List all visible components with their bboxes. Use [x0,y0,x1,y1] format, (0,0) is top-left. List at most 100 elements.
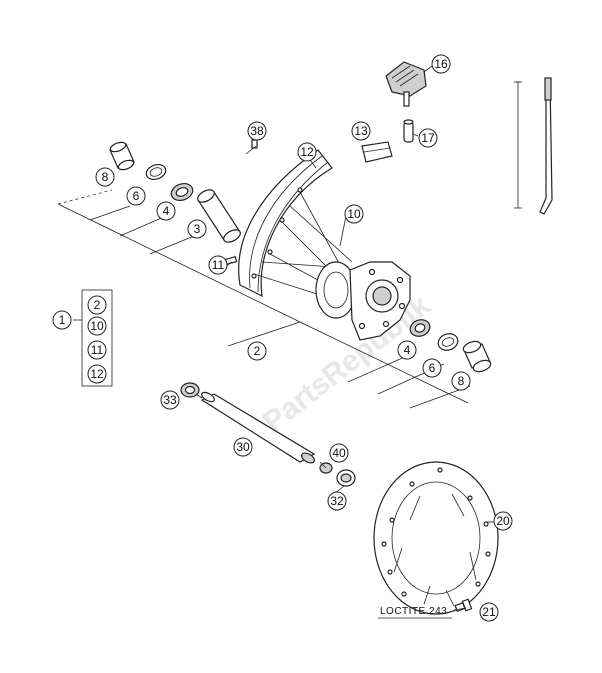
callout-circle [493,511,513,531]
callout-c2a: 2 [87,295,107,315]
left-seal-6 [145,163,167,181]
callout-c30: 30 [233,437,253,457]
callout-c12b: 12 [87,364,107,384]
callout-circle [233,437,253,457]
hub [315,261,411,341]
callout-circle [351,121,371,141]
callout-circle [87,295,107,315]
callout-circle [422,358,442,378]
distance-sleeve-3 [197,189,241,243]
loctite-note: LOCTITE 243 [378,606,452,619]
callout-circle [87,364,107,384]
axle-nut-32 [336,469,356,487]
callout-number: 12 [90,367,104,381]
callout-number: 17 [421,131,435,145]
callout-circle [187,219,207,239]
callout-number: 11 [212,258,225,272]
callout-circle [126,186,146,206]
callout-number: 20 [496,514,510,528]
spoke-wrench [385,61,433,107]
callout-circle [87,316,107,336]
callout-number: 8 [458,374,465,388]
callout-circle [397,340,417,360]
right-bearing-4 [409,319,431,337]
brake-disc [373,461,499,615]
callout-number: 4 [404,343,411,357]
callout-number: 10 [347,207,361,221]
callout-c11b: 11 [87,340,107,360]
callout-circle [247,121,267,141]
callout-number: 2 [94,298,101,312]
callout-circle [327,491,347,511]
callout-c13: 13 [351,121,371,141]
callout-number: 32 [330,494,344,508]
rim [238,149,353,301]
callout-circle [156,201,176,221]
rim-tape [361,141,393,163]
axle-seal [180,382,200,398]
callout-number: 13 [354,124,368,138]
callout-c2b: 2 [247,341,267,361]
callout-c8a: 8 [95,167,115,187]
callout-number: 8 [102,170,109,184]
callout-number: 6 [133,189,140,203]
right-spacer-8 [462,340,492,373]
callout-number: 40 [332,446,346,460]
callout-c3: 3 [187,219,207,239]
callout-c6b: 6 [422,358,442,378]
callout-circle [208,255,228,275]
callout-number: 2 [254,344,261,358]
callout-circle [451,371,471,391]
callout-c1: 1 [52,310,72,330]
callout-circle [297,142,317,162]
callout-number: 10 [90,319,104,333]
callout-number: 11 [91,343,104,357]
callout-number: 30 [236,440,250,454]
callout-number: 1 [59,313,66,327]
callout-circle [479,602,499,622]
callout-c40: 40 [329,443,349,463]
callout-number: 6 [429,361,436,375]
left-bearing-4 [170,182,194,202]
part-group-box [73,289,113,387]
callout-number: 3 [194,222,201,236]
callout-circle [160,390,180,410]
callout-circle [52,310,72,330]
callout-circle [247,341,267,361]
callout-circle [95,167,115,187]
callout-number: 21 [482,605,496,619]
callout-c16: 16 [431,54,451,74]
callout-number: 12 [300,145,314,159]
callout-c17: 17 [418,128,438,148]
callout-circle [329,443,349,463]
callout-c4a: 4 [156,201,176,221]
callout-number: 33 [163,393,177,407]
valve-sleeve [403,119,419,143]
front-axle [200,391,316,464]
callout-number: 4 [163,204,170,218]
callout-c21: 21 [479,602,499,622]
callout-circle [87,340,107,360]
callout-c11: 11 [208,255,228,275]
callout-c6a: 6 [126,186,146,206]
loctite-text: LOCTITE 243 [380,606,447,617]
callout-c10b: 10 [87,316,107,336]
callout-number: 16 [434,57,448,71]
callout-c10: 10 [344,204,364,224]
callout-c20: 20 [493,511,513,531]
callout-circle [418,128,438,148]
callout-c8b: 8 [451,371,471,391]
callout-c33: 33 [160,390,180,410]
right-seal-6 [437,333,459,351]
left-spacer-8 [109,141,135,171]
callout-circle [344,204,364,224]
callout-circle [431,54,451,74]
callout-c32: 32 [327,491,347,511]
callout-c12: 12 [297,142,317,162]
callout-c4b: 4 [397,340,417,360]
callout-c38: 38 [247,121,267,141]
spoke [514,77,553,215]
